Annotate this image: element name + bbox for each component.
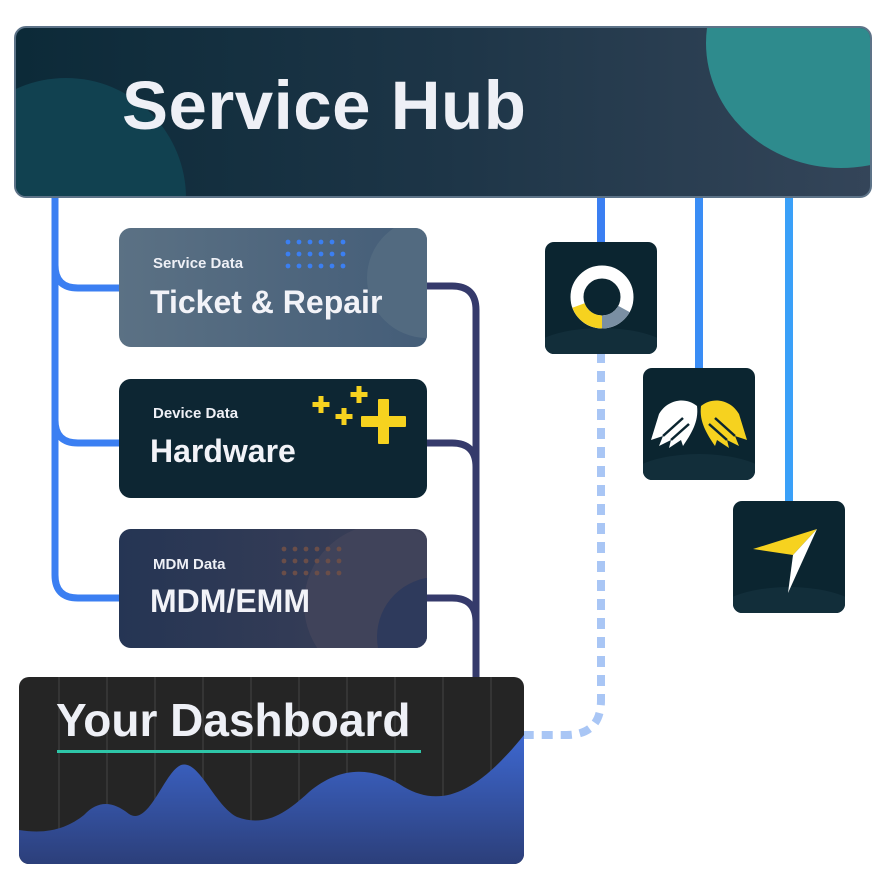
service-hub-banner: Service Hub [14, 26, 872, 198]
card-title: MDM/EMM [150, 583, 310, 619]
sparkle-plus-icon [312, 386, 406, 444]
ring-logo-icon [570, 265, 634, 329]
mdm-data-card[interactable]: MDM Data MDM/EMM [119, 529, 427, 648]
dashboard-area-chart [19, 677, 524, 864]
integration-tile-ring[interactable] [545, 242, 657, 354]
device-data-card[interactable]: Device Data Hardware [119, 379, 427, 498]
tile-decoration [733, 587, 845, 613]
dot-grid-icon [281, 546, 342, 576]
integration-tile-plane[interactable] [733, 501, 845, 613]
paper-plane-logo-icon [753, 529, 817, 593]
cards-to-dashboard-connector [425, 282, 480, 682]
page-title: Service Hub [122, 67, 527, 144]
card-subtitle: Service Data [153, 255, 244, 272]
dotted-data-connector [524, 352, 605, 739]
integration-tile-wings[interactable] [643, 368, 755, 480]
card-title: Ticket & Repair [150, 284, 383, 320]
card-subtitle: MDM Data [153, 556, 226, 573]
dot-grid-icon [285, 239, 346, 269]
card-subtitle: Device Data [153, 405, 239, 422]
dashboard-title: Your Dashboard [56, 694, 411, 746]
card-title: Hardware [150, 433, 296, 469]
banner-decoration [706, 28, 870, 168]
wings-logo-icon [651, 400, 747, 448]
dashboard-panel[interactable]: Your Dashboard [19, 677, 524, 864]
title-underline [57, 750, 421, 753]
tile-decoration [545, 328, 657, 354]
card-decoration [367, 228, 427, 338]
dashboard-area-series [19, 735, 524, 864]
tile-decoration [643, 454, 755, 480]
service-data-card[interactable]: Service Data Ticket & Repair [119, 228, 427, 347]
hub-to-cards-connector [51, 198, 122, 602]
